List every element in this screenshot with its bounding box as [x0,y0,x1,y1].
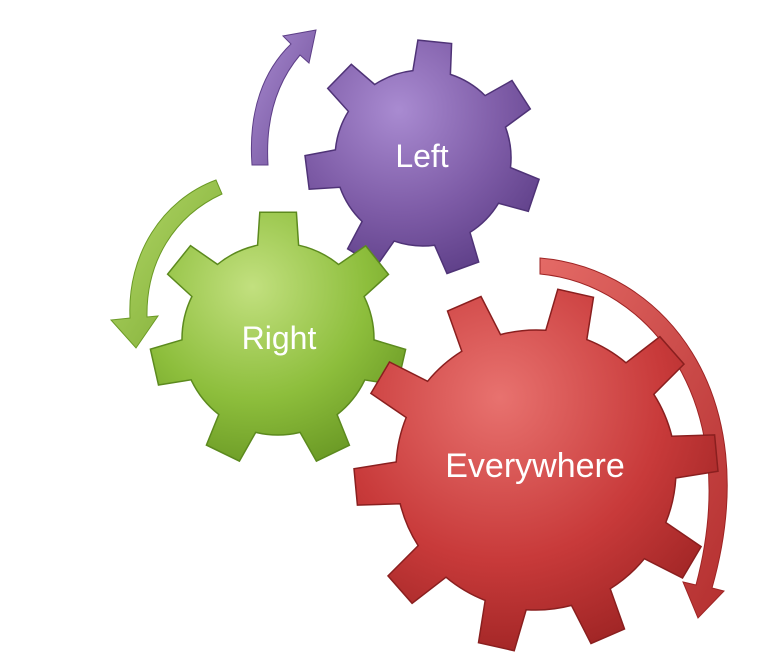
arrow-right-counterclockwise [109,179,223,349]
gear-left: Left [304,39,541,275]
gear-left-shape [304,39,541,275]
arrow-everywhere-clockwise [539,257,728,619]
gear-right-shape [149,211,407,463]
gear-everywhere: Everywhere [353,288,719,652]
gear-right: Right [149,211,407,463]
gear-left-label: Left [395,138,448,174]
gear-everywhere-shape [353,288,719,652]
gear-everywhere-label: Everywhere [445,447,625,485]
arrow-left-counterclockwise [250,29,317,166]
gear-right-label: Right [242,320,317,356]
